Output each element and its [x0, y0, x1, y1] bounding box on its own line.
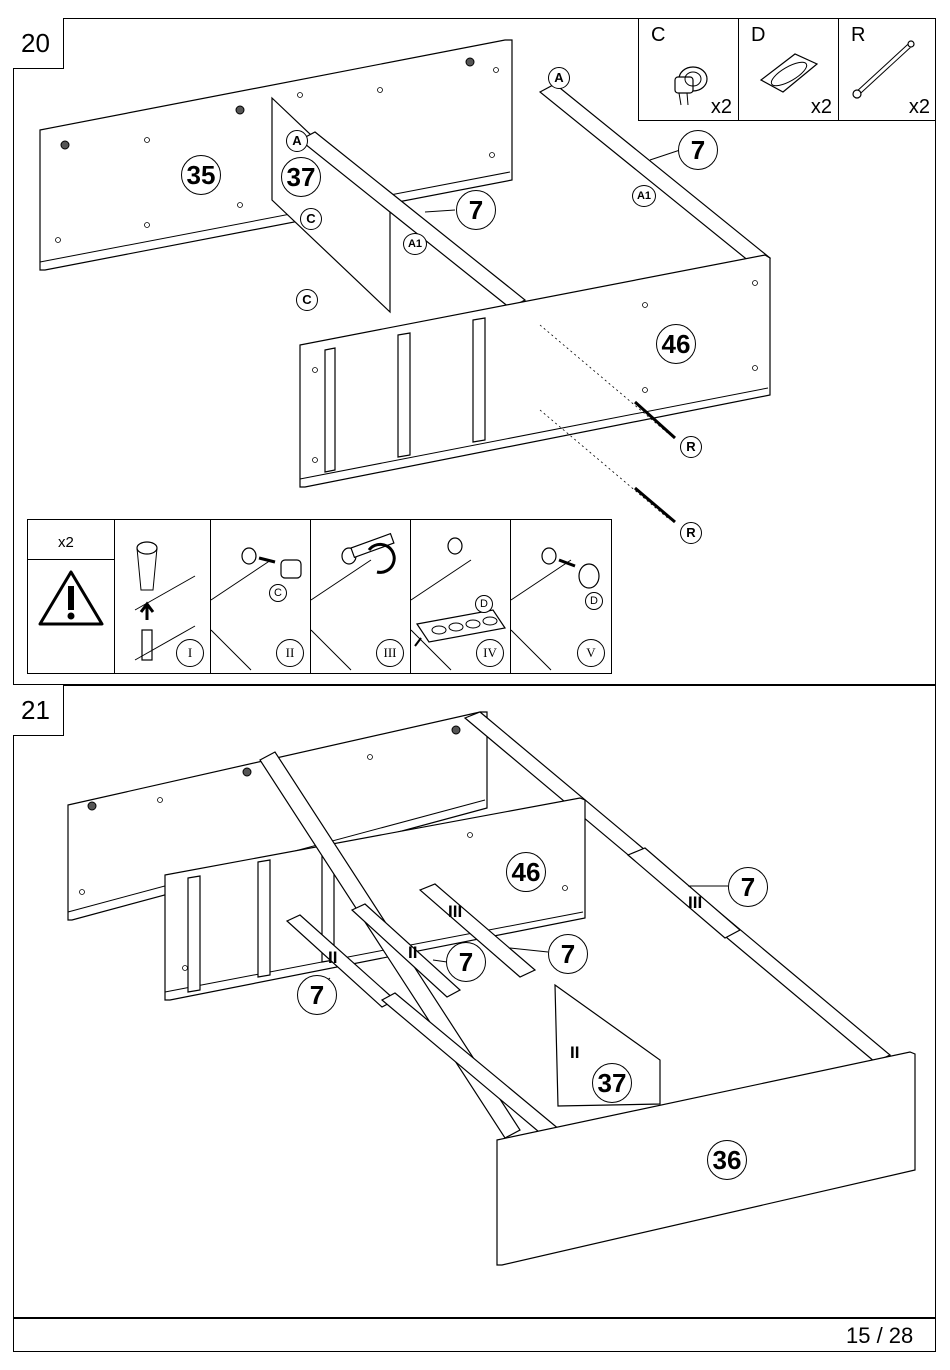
part-7-label: 7: [548, 934, 588, 974]
part-37-label: 37: [592, 1063, 632, 1103]
part-7-label: 7: [728, 867, 768, 907]
roman-label: III: [688, 893, 702, 913]
roman-label: III: [448, 902, 462, 922]
roman-label: II: [408, 943, 417, 963]
part-46-label: 46: [506, 852, 546, 892]
roman-label: II: [570, 1043, 579, 1063]
part-7-label: 7: [297, 975, 337, 1015]
part-36-label: 36: [707, 1140, 747, 1180]
part-7-label: 7: [446, 942, 486, 982]
page-number: 15 / 28: [846, 1323, 913, 1349]
roman-label: II: [328, 948, 337, 968]
